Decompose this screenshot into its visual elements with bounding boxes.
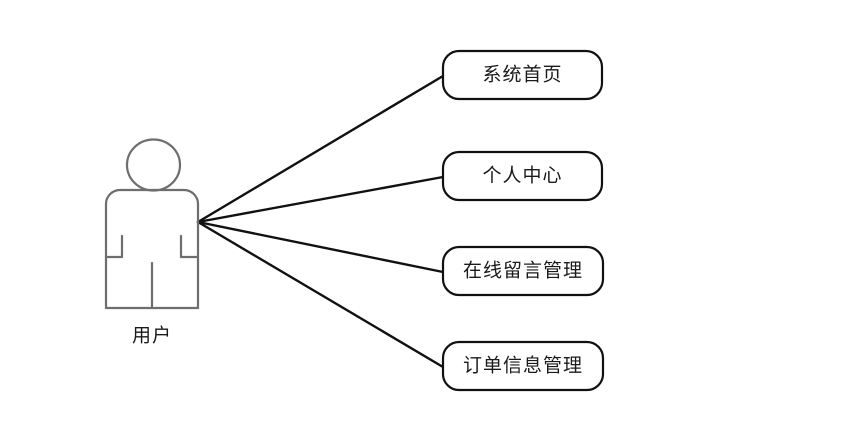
association-line-system-home[interactable] [196,74,445,224]
actor-user[interactable]: 用户 [104,138,200,347]
use-case-system-home[interactable]: 系统首页 [441,49,604,101]
use-case-online-message-management[interactable]: 在线留言管理 [441,245,605,297]
use-case-order-information-management-label: 订单信息管理 [463,354,583,376]
actor-label: 用户 [132,324,172,346]
association-line-online-message-management[interactable] [196,220,445,274]
use-case-order-information-management-shape [441,340,605,392]
use-case-system-home-label: 系统首页 [482,63,562,85]
association-line-personal-center[interactable] [196,175,445,224]
use-case-personal-center[interactable]: 个人中心 [441,150,604,202]
actor-head-icon [125,138,182,192]
actor-left-arm-icon [104,234,124,259]
use-case-personal-center-label: 个人中心 [482,164,562,186]
association-line-order-information-management[interactable] [196,220,445,369]
use-case-system-home-shape [441,49,604,101]
association-lines [196,74,445,369]
use-case-online-message-management-label: 在线留言管理 [463,259,583,281]
use-case-order-information-management[interactable]: 订单信息管理 [441,340,605,392]
actor-right-arm-icon [179,234,200,259]
actor-body-icon [104,188,200,310]
use-case-online-message-management-shape [441,245,605,297]
use-case-personal-center-shape [441,150,604,202]
